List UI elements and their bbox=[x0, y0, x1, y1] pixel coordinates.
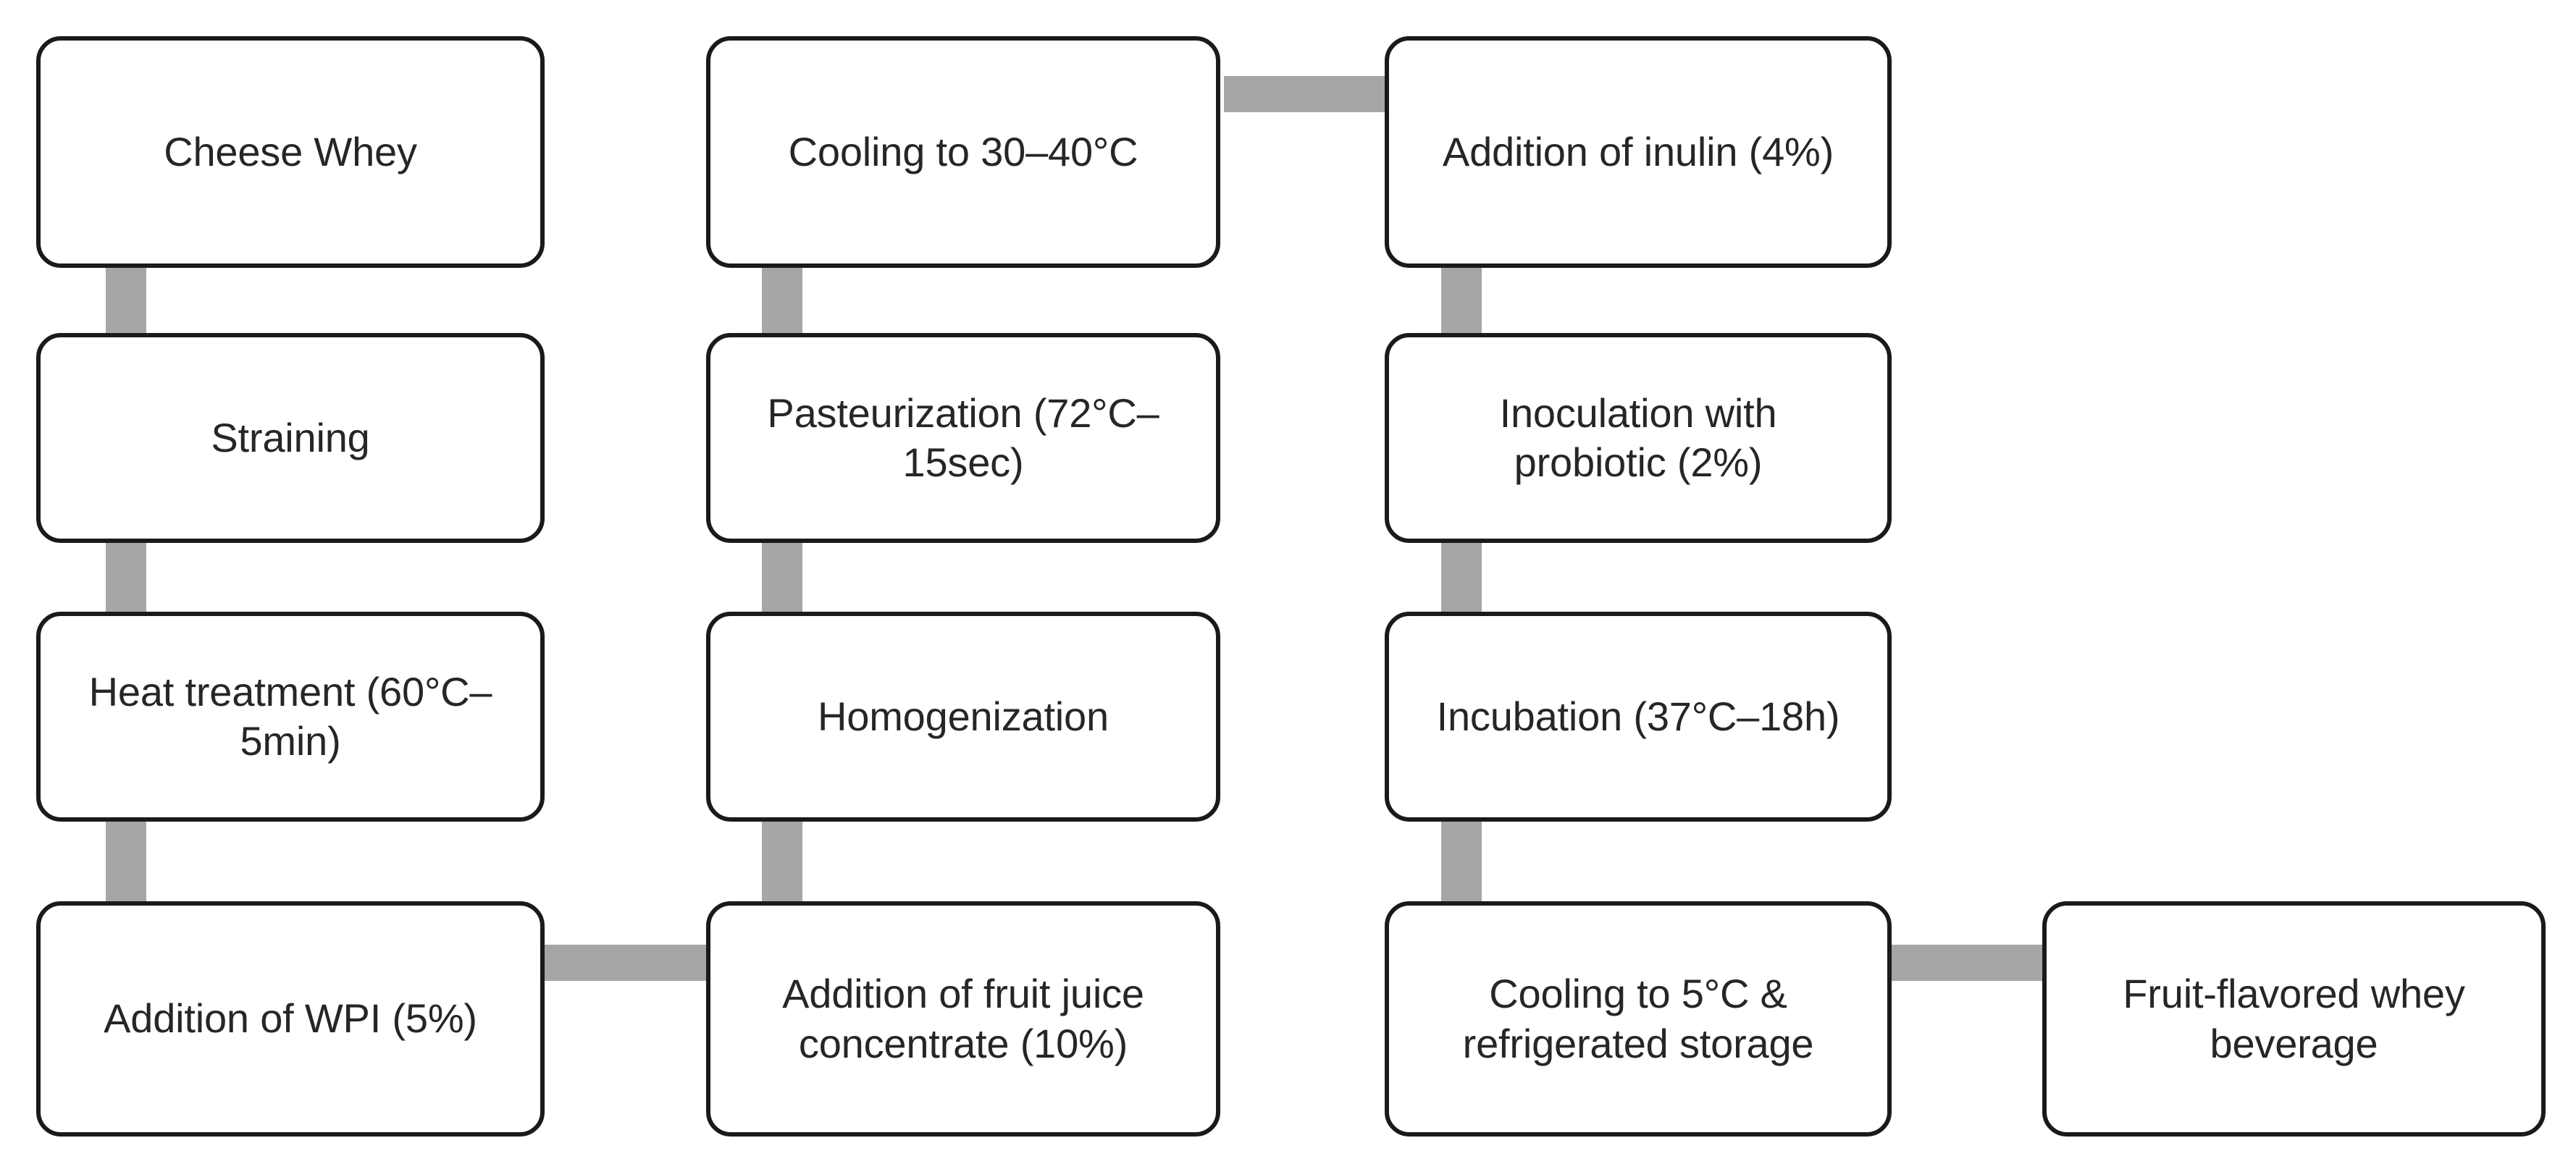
node-addition-inulin[interactable]: Addition of inulin (4%) bbox=[1385, 36, 1892, 268]
node-cooling-storage[interactable]: Cooling to 5°C & refrigerated storage bbox=[1385, 901, 1892, 1137]
node-label-cooling-storage: Cooling to 5°C & refrigerated storage bbox=[1462, 971, 1814, 1066]
connector-inoculation-to-incubation bbox=[1441, 536, 1482, 615]
connector-straining-to-heat-treatment bbox=[106, 536, 146, 615]
connector-homogenization-to-fruit-juice bbox=[762, 811, 802, 905]
node-incubation[interactable]: Incubation (37°C–18h) bbox=[1385, 612, 1892, 822]
node-label-cooling-30-40: Cooling to 30–40°C bbox=[788, 128, 1138, 174]
connector-cooling-to-pasteurization bbox=[762, 261, 802, 340]
node-label-addition-wpi: Addition of WPI (5%) bbox=[104, 995, 477, 1042]
connector-incubation-to-cooling-storage bbox=[1441, 811, 1482, 905]
connector-pasteurization-to-homogenization bbox=[762, 536, 802, 615]
node-final-product[interactable]: Fruit-flavored whey beverage bbox=[2042, 901, 2546, 1137]
node-addition-wpi[interactable]: Addition of WPI (5%) bbox=[36, 901, 545, 1137]
node-heat-treatment[interactable]: Heat treatment (60°C– 5min) bbox=[36, 612, 545, 822]
node-label-addition-inulin: Addition of inulin (4%) bbox=[1442, 128, 1834, 174]
node-addition-fruit-juice[interactable]: Addition of fruit juice concentrate (10%… bbox=[706, 901, 1220, 1137]
node-cooling-30-40[interactable]: Cooling to 30–40°C bbox=[706, 36, 1220, 268]
node-label-pasteurization: Pasteurization (72°C– 15sec) bbox=[767, 389, 1159, 485]
node-inoculation-probiotic[interactable]: Inoculation with probiotic (2%) bbox=[1385, 333, 1892, 543]
node-label-incubation: Incubation (37°C–18h) bbox=[1436, 693, 1840, 739]
node-homogenization[interactable]: Homogenization bbox=[706, 612, 1220, 822]
connector-heat-treatment-to-addition-wpi bbox=[106, 811, 146, 905]
node-label-straining: Straining bbox=[211, 414, 370, 460]
connector-addition-inulin-to-inoculation bbox=[1441, 261, 1482, 340]
node-label-final-product: Fruit-flavored whey beverage bbox=[2123, 971, 2465, 1066]
node-label-inoculation-probiotic: Inoculation with probiotic (2%) bbox=[1499, 389, 1777, 485]
node-cheese-whey[interactable]: Cheese Whey bbox=[36, 36, 545, 268]
connector-cooling-to-addition-inulin bbox=[1224, 76, 1405, 112]
connector-addition-wpi-to-fruit-juice bbox=[529, 945, 723, 981]
node-pasteurization[interactable]: Pasteurization (72°C– 15sec) bbox=[706, 333, 1220, 543]
node-label-heat-treatment: Heat treatment (60°C– 5min) bbox=[88, 668, 492, 764]
node-label-homogenization: Homogenization bbox=[818, 693, 1109, 739]
node-straining[interactable]: Straining bbox=[36, 333, 545, 543]
node-label-addition-fruit-juice: Addition of fruit juice concentrate (10%… bbox=[782, 971, 1144, 1066]
node-label-cheese-whey: Cheese Whey bbox=[164, 128, 417, 174]
connector-cheese-whey-to-straining bbox=[106, 261, 146, 340]
